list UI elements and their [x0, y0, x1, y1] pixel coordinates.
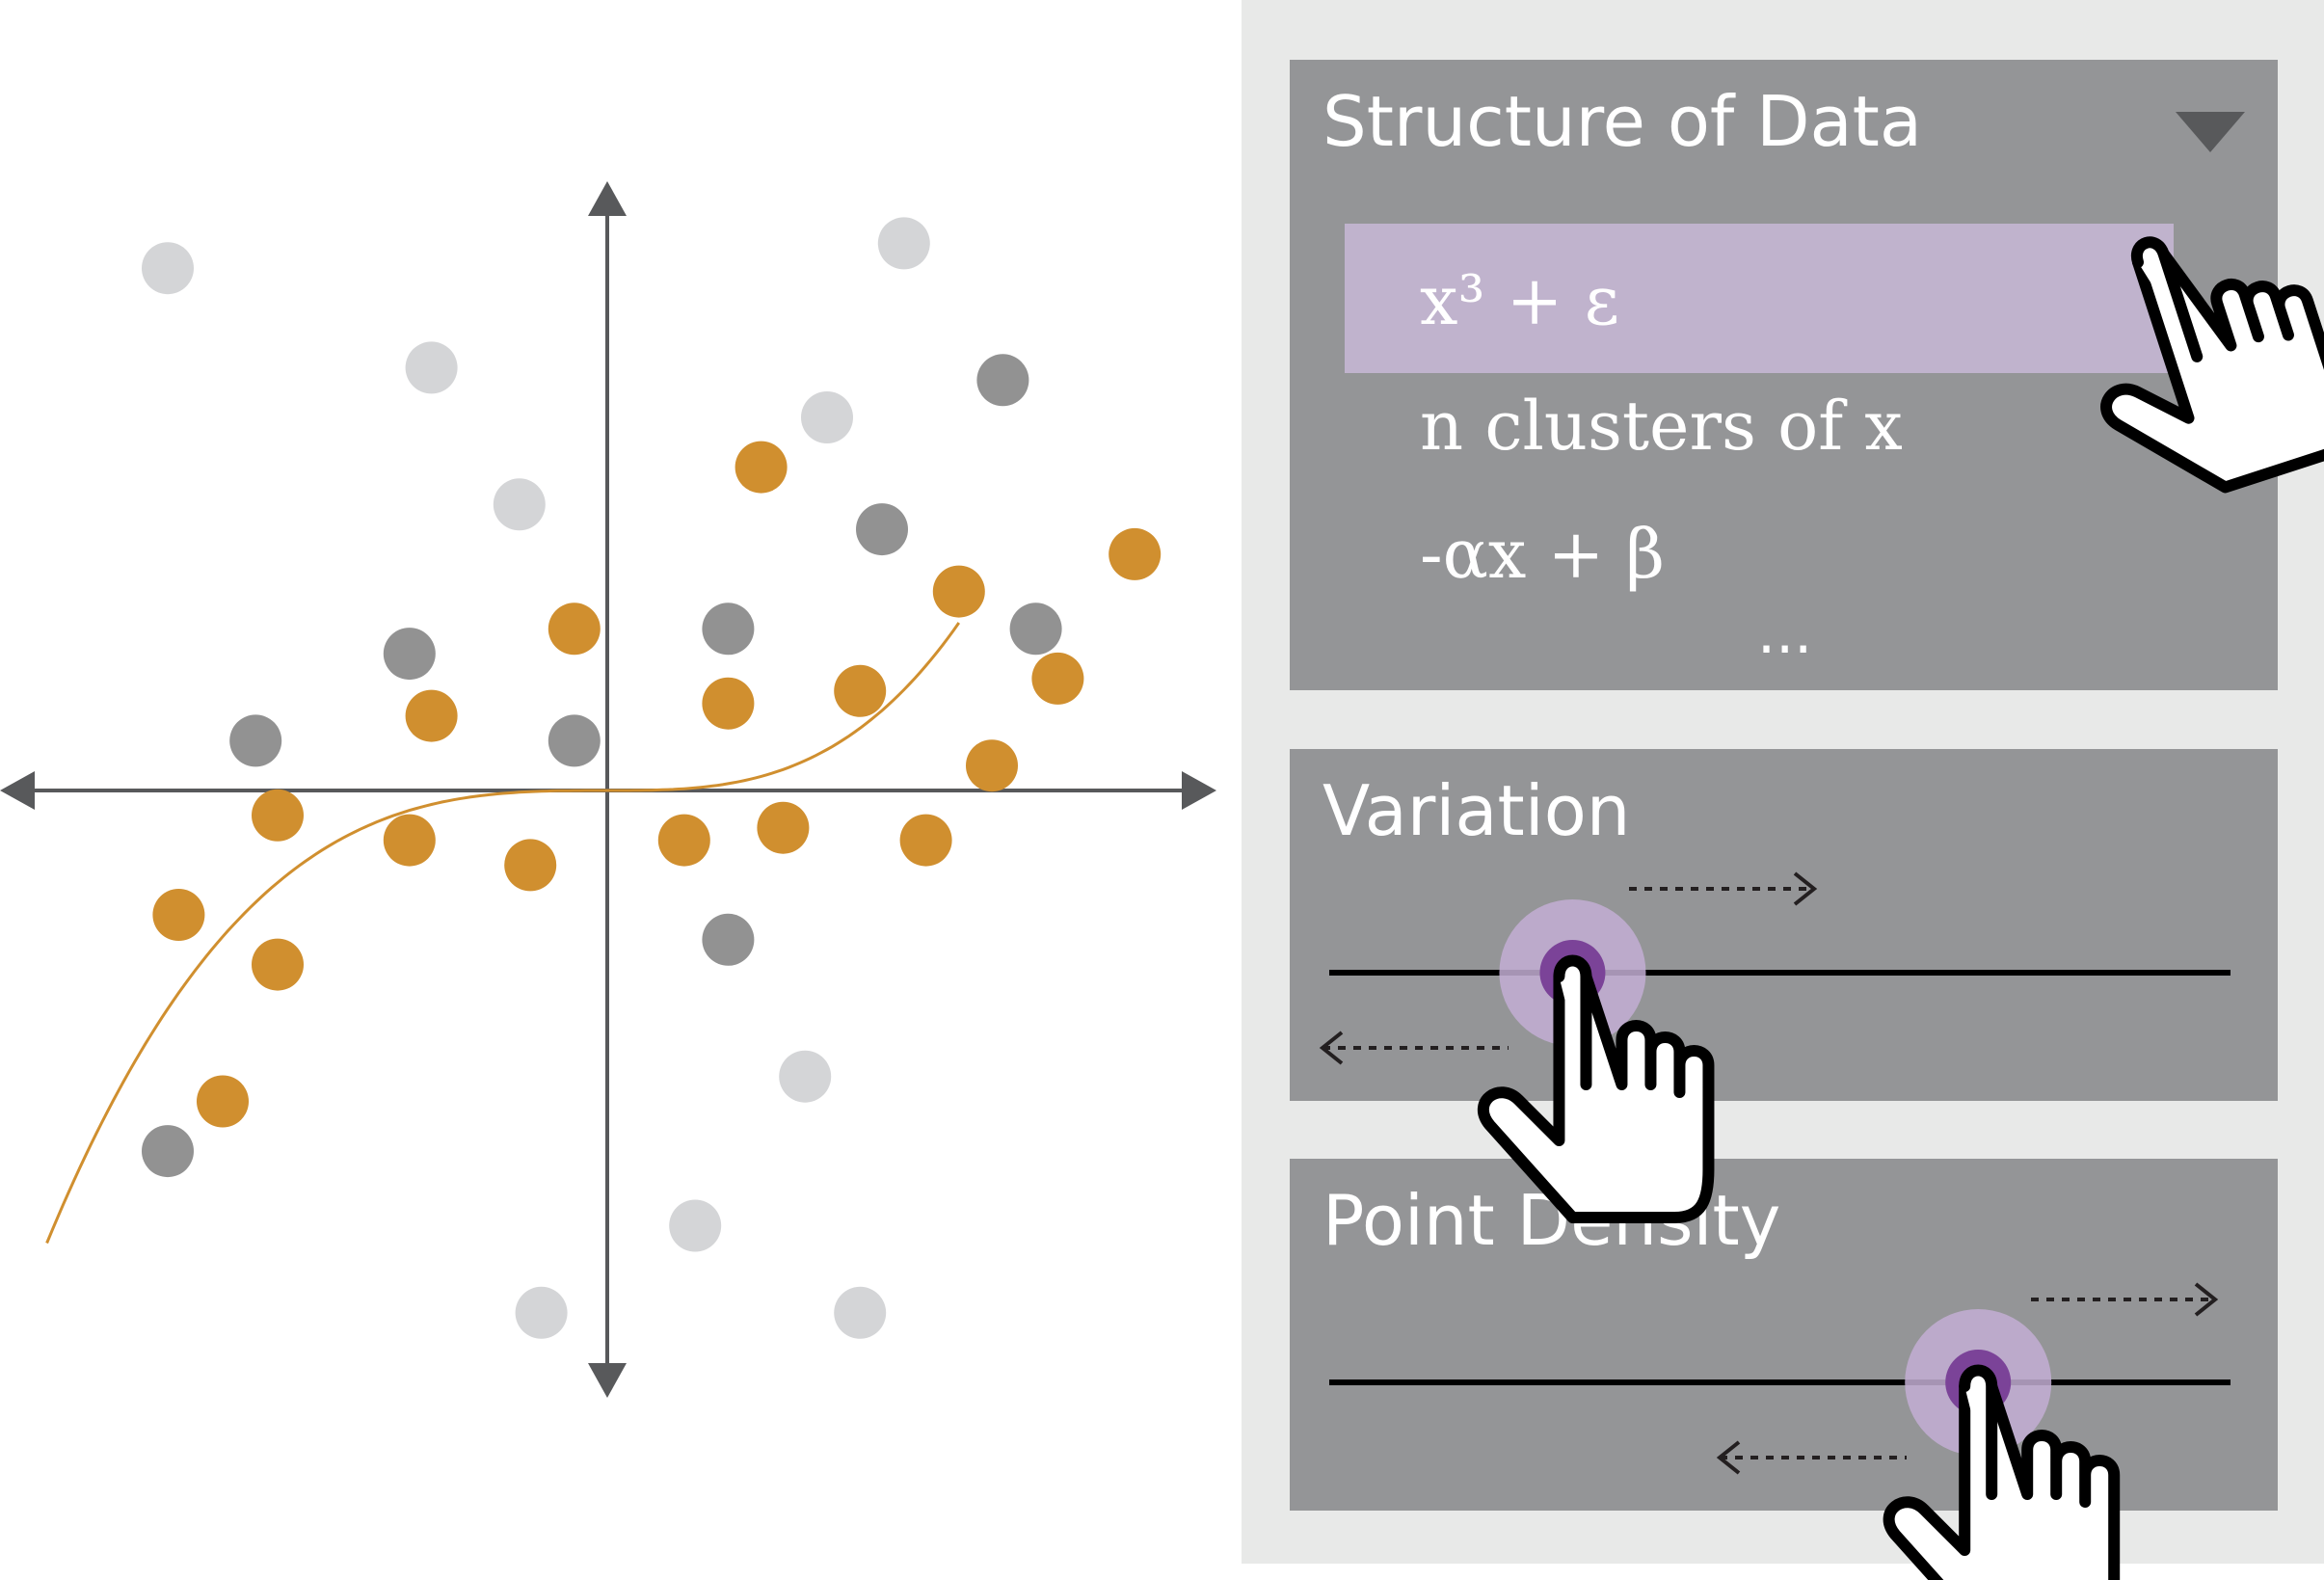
data-points — [142, 217, 1162, 1339]
data-point — [757, 801, 810, 854]
variation-slider[interactable] — [1319, 871, 2231, 1218]
data-point — [779, 1050, 832, 1103]
data-point — [966, 739, 1018, 792]
data-point — [493, 478, 546, 531]
point-density-slider[interactable] — [1329, 1282, 2231, 1580]
data-point — [152, 889, 205, 941]
data-point — [856, 503, 908, 556]
data-point — [1031, 652, 1084, 705]
scatter-plot — [0, 181, 1216, 1398]
more-options[interactable]: ... — [1757, 600, 1813, 667]
hand-pointer-icon — [2061, 201, 2324, 515]
data-point — [976, 354, 1029, 407]
data-point — [515, 1286, 568, 1339]
data-point — [142, 242, 194, 295]
data-point — [548, 714, 601, 767]
data-point — [834, 664, 887, 717]
option-clusters[interactable]: n clusters of x — [1420, 387, 1903, 466]
data-point — [735, 441, 788, 494]
data-point — [252, 938, 304, 991]
data-point — [834, 1286, 887, 1339]
data-point — [657, 814, 710, 867]
option-linear[interactable]: -αx + β — [1420, 515, 1666, 594]
data-point — [669, 1199, 722, 1252]
data-point — [142, 1125, 194, 1178]
data-point — [383, 814, 436, 867]
y-axis-bottom-arrow-icon — [588, 1363, 627, 1398]
fit-curve — [45, 622, 961, 1245]
data-point — [702, 603, 755, 656]
data-point — [801, 391, 853, 443]
dotted-arrow-left-icon — [1716, 1440, 1907, 1475]
y-axis-top-arrow-icon — [588, 181, 627, 216]
triangle-down-icon[interactable] — [2176, 112, 2245, 152]
dotted-arrow-right-icon — [1629, 871, 1818, 906]
data-point — [548, 603, 601, 656]
data-point — [877, 217, 930, 270]
data-point — [405, 341, 458, 394]
x-axis-right-arrow-icon — [1182, 771, 1216, 810]
data-point — [932, 565, 985, 618]
variation-title: Variation — [1322, 770, 1631, 851]
data-point — [383, 628, 436, 681]
data-point — [702, 677, 755, 730]
variation-card: Variation — [1290, 749, 2278, 1101]
data-point — [1009, 603, 1062, 656]
data-point — [252, 789, 304, 842]
data-point — [197, 1075, 249, 1128]
dotted-arrow-left-icon — [1319, 1031, 1509, 1065]
dotted-arrow-right-icon — [2031, 1282, 2219, 1317]
x-axis-left-arrow-icon — [0, 771, 35, 810]
data-point — [702, 913, 755, 966]
data-point — [229, 714, 282, 767]
structure-of-data-title: Structure of Data — [1322, 81, 1923, 162]
data-point — [405, 689, 458, 742]
control-panel: Structure of Data x³ + ε n clusters of x… — [1242, 0, 2324, 1564]
option-selected-highlight[interactable] — [1345, 224, 2174, 373]
data-point — [1109, 527, 1162, 580]
structure-of-data-card: Structure of Data x³ + ε n clusters of x… — [1290, 60, 2278, 690]
data-point — [899, 814, 952, 867]
option-cubic[interactable]: x³ + ε — [1420, 261, 1619, 340]
point-density-card: Point Density — [1290, 1159, 2278, 1511]
data-point — [504, 839, 557, 892]
